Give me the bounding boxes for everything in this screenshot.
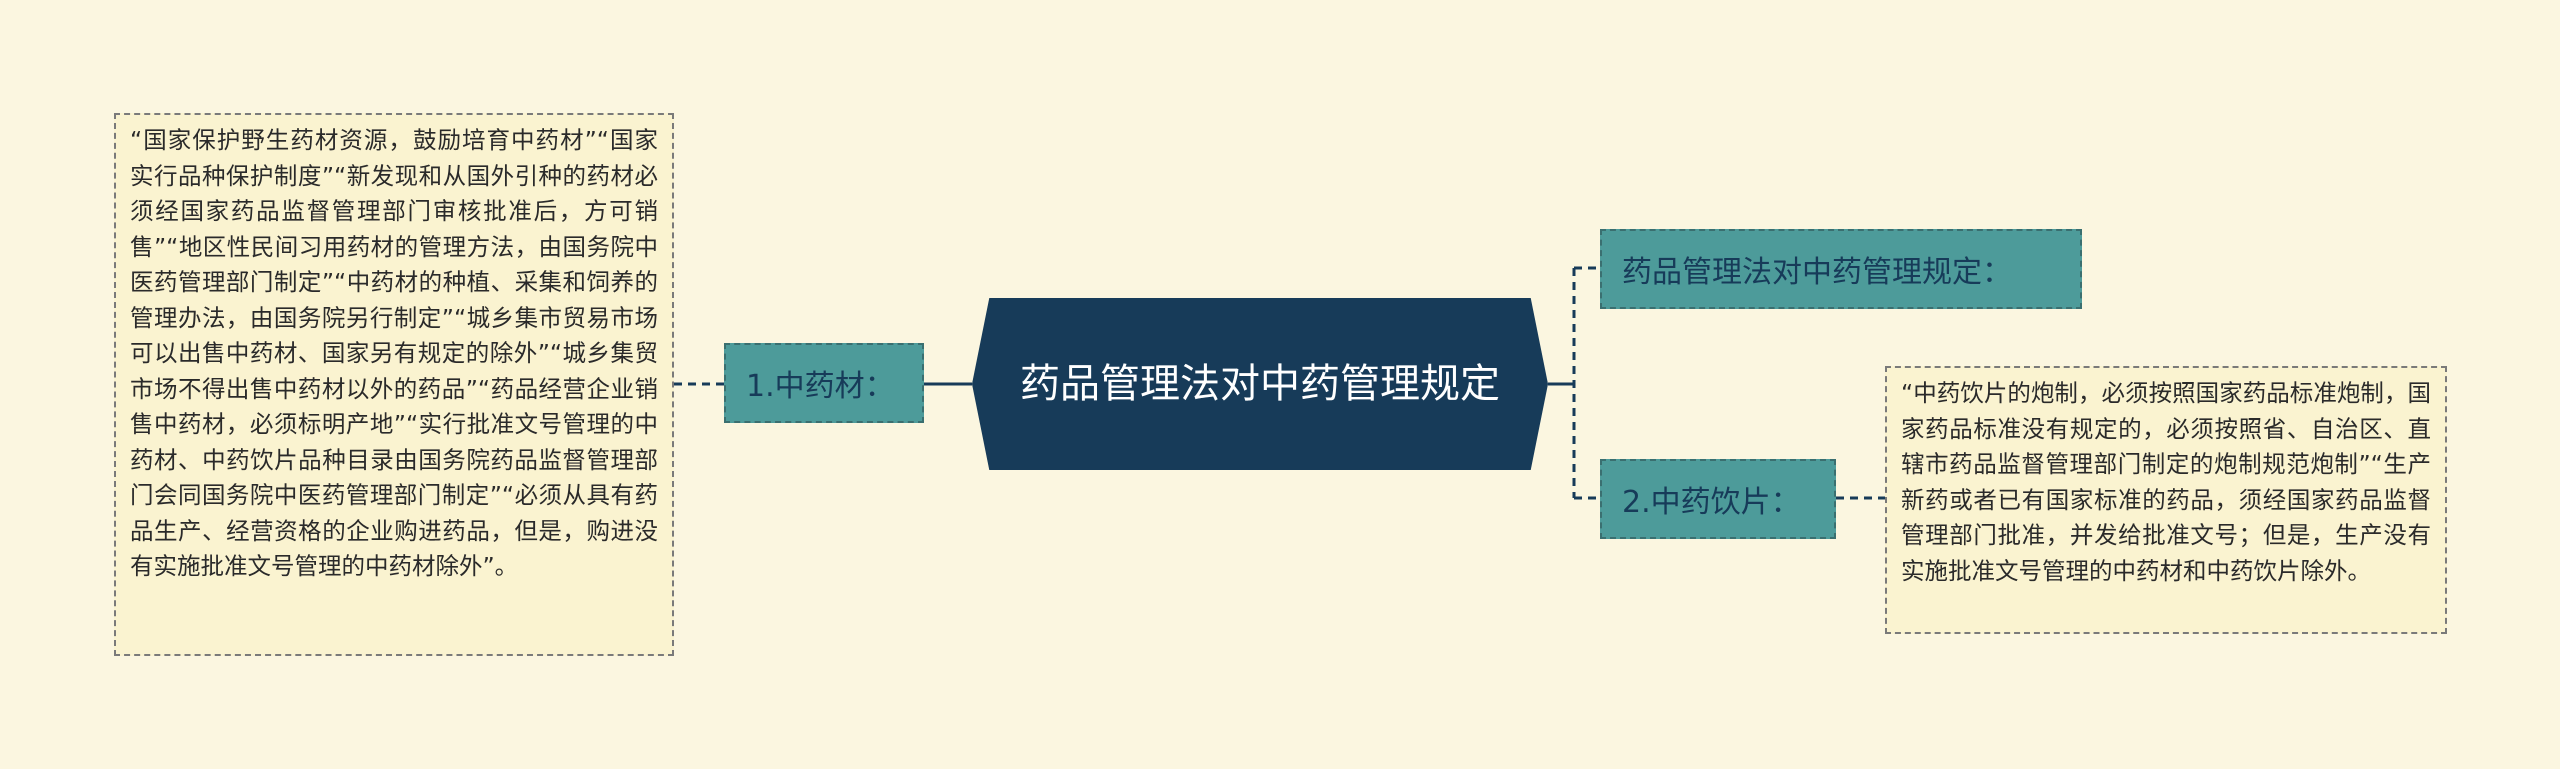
leaf-node-decoction-detail-text: “中药饮片的炮制，必须按照国家药品标准炮制，国家药品标准没有规定的，必须按照省、… <box>1901 379 2431 585</box>
center-node-label: 药品管理法对中药管理规定 <box>1020 361 1500 407</box>
center-node[interactable]: 药品管理法对中药管理规定 <box>972 298 1548 470</box>
branch-node-herbs-label: 1.中药材： <box>746 369 895 404</box>
leaf-node-decoction-detail[interactable]: “中药饮片的炮制，必须按照国家药品标准炮制，国家药品标准没有规定的，必须按照省、… <box>1885 366 2447 634</box>
branch-node-regulations[interactable]: 药品管理法对中药管理规定： <box>1600 229 2082 309</box>
leaf-node-herbs-detail-text: “国家保护野生药材资源，鼓励培育中药材”“国家实行品种保护制度”“新发现和从国外… <box>130 126 658 580</box>
branch-node-herbs[interactable]: 1.中药材： <box>724 343 924 423</box>
leaf-node-herbs-detail[interactable]: “国家保护野生药材资源，鼓励培育中药材”“国家实行品种保护制度”“新发现和从国外… <box>114 113 674 656</box>
branch-node-regulations-label: 药品管理法对中药管理规定： <box>1622 255 2012 290</box>
branch-node-decoction-pieces[interactable]: 2.中药饮片： <box>1600 459 1836 539</box>
branch-node-decoction-pieces-label: 2.中药饮片： <box>1622 485 1801 520</box>
